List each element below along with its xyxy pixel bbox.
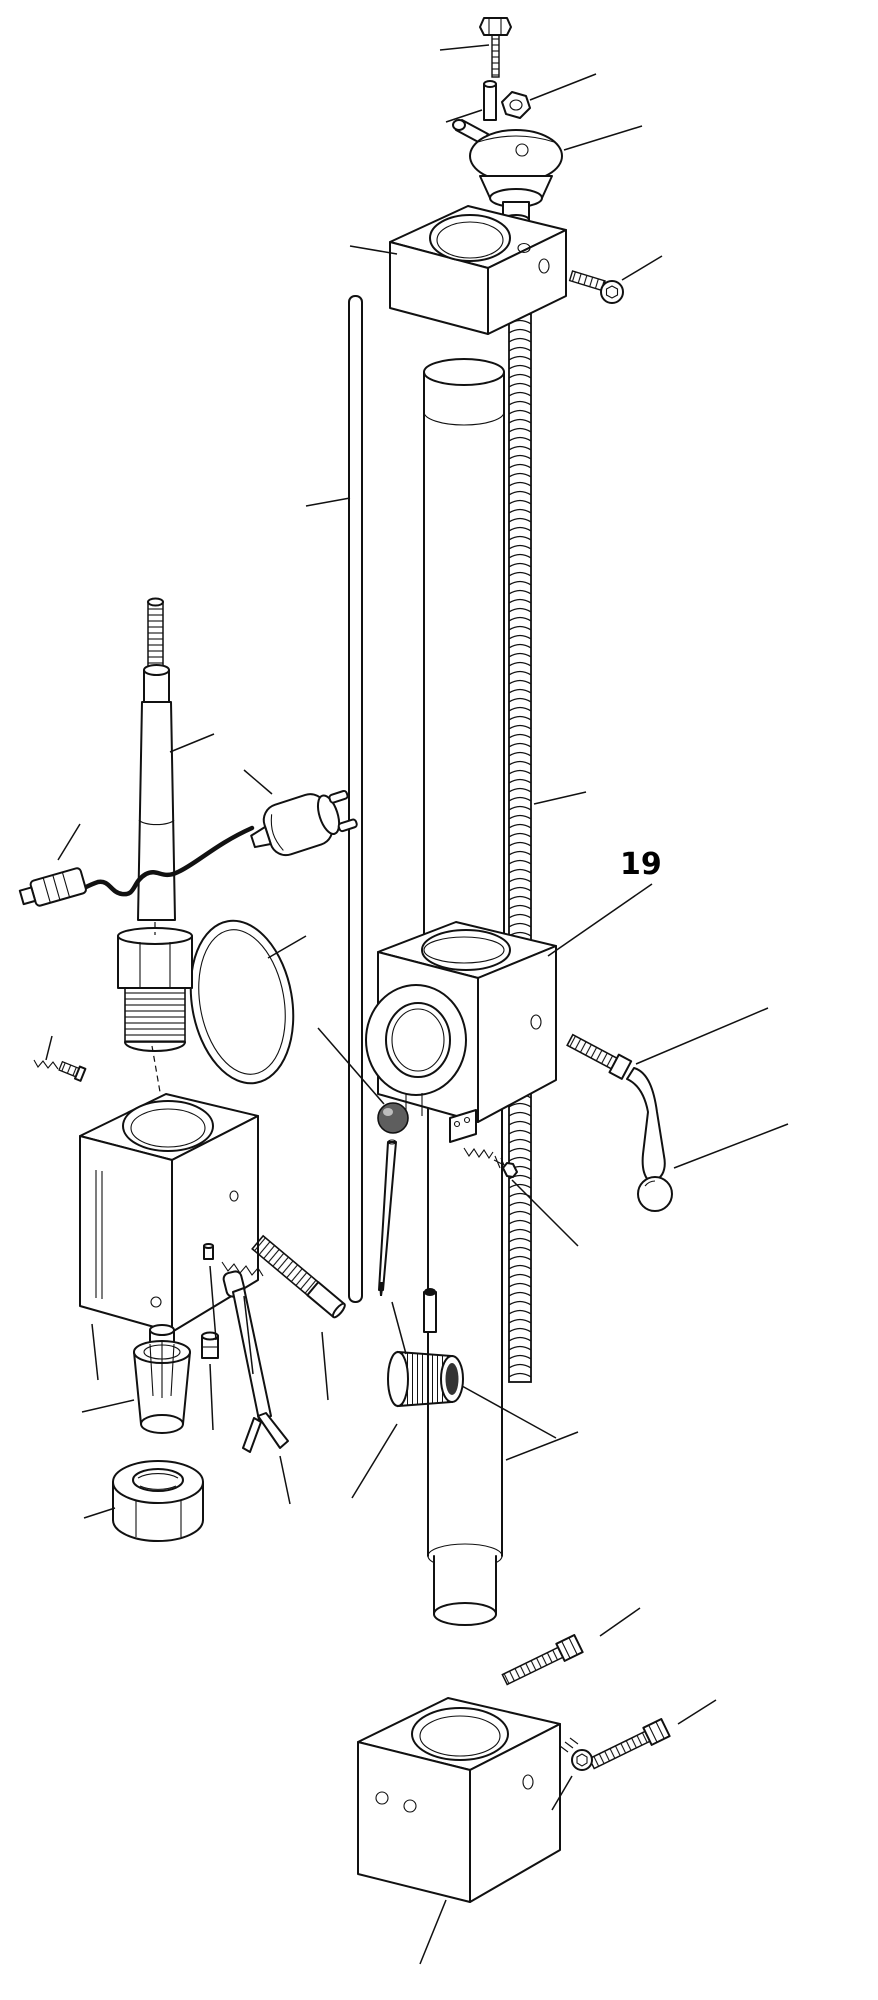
column-lower <box>427 1099 503 1626</box>
socket-head-screw-top <box>568 270 624 304</box>
leader-line <box>621 255 663 281</box>
mounting-disc <box>189 919 295 1085</box>
cable-connector <box>18 867 87 907</box>
lead-screw <box>508 295 532 1383</box>
leader-line <box>505 1431 579 1461</box>
callout-19-label: 19 <box>620 847 662 882</box>
top-hex-bolt <box>479 17 512 78</box>
leader-line <box>321 1331 329 1401</box>
leader-line <box>317 1027 385 1105</box>
collet-adapter <box>133 1324 191 1434</box>
retaining-pin <box>483 80 497 121</box>
leader-line <box>83 1507 116 1519</box>
leader-line <box>349 245 398 255</box>
leader-line <box>91 1323 99 1381</box>
leader-line <box>45 1035 53 1061</box>
left-clamp-block <box>79 1093 259 1333</box>
leader-line <box>533 791 587 805</box>
leader-line <box>267 935 307 959</box>
leader-line <box>243 769 273 795</box>
leader-line <box>677 1699 717 1725</box>
leader-line <box>529 73 597 101</box>
leader-line <box>209 1363 214 1431</box>
leader-line <box>439 44 490 51</box>
leader-line <box>445 109 483 123</box>
leader-line <box>351 1423 398 1499</box>
leader-line <box>169 733 215 753</box>
compression-spring <box>221 1261 264 1277</box>
ball-handle <box>566 1033 673 1212</box>
clamp-spring-screw <box>463 1147 518 1178</box>
leader-line <box>599 1607 641 1637</box>
knurled-knob <box>387 1350 464 1408</box>
leader-line <box>305 497 351 507</box>
leader-line <box>57 823 81 861</box>
column-upper <box>423 358 505 955</box>
probe-body <box>137 664 176 921</box>
leader-line <box>391 1301 407 1355</box>
coupling-hex-nut <box>112 1460 204 1542</box>
leader-line <box>635 1007 769 1065</box>
bearing-cap <box>452 119 563 226</box>
base-block <box>357 1697 561 1903</box>
fork-lever <box>222 1270 289 1453</box>
probe-hex-fitting <box>117 922 193 1093</box>
leader-line <box>511 1179 579 1247</box>
lock-nut <box>201 1331 219 1359</box>
leader-line <box>563 125 643 151</box>
hex-bolt-2 <box>588 1718 671 1770</box>
leader-line <box>547 883 653 957</box>
leader-line <box>243 1295 254 1375</box>
power-cable <box>81 825 255 897</box>
guide-rod <box>348 295 363 1303</box>
leader-line <box>209 1265 217 1341</box>
taper-pin <box>378 1139 397 1296</box>
leader-line <box>419 1899 447 1965</box>
leader-lines <box>45 44 789 1965</box>
probe-stud <box>147 597 164 671</box>
top-guide-block <box>389 205 567 335</box>
cap-pin <box>423 1288 437 1333</box>
spring-set-screw-small <box>33 1059 87 1082</box>
detent-ball <box>377 1102 409 1134</box>
half-nut-bracket <box>449 1109 477 1143</box>
leader-line <box>551 1775 573 1811</box>
leader-line <box>279 1455 291 1505</box>
hex-bolt-1 <box>501 1634 584 1686</box>
carriage-clamp-block-19 <box>365 921 557 1143</box>
small-hex-nut <box>501 91 531 119</box>
power-plug <box>250 789 358 857</box>
socket-set-screw <box>559 1737 593 1771</box>
leader-line <box>81 1399 135 1413</box>
dowel-pin <box>203 1243 214 1260</box>
leader-line <box>673 1123 789 1169</box>
threaded-stud <box>251 1234 346 1319</box>
leader-line <box>461 1385 557 1439</box>
